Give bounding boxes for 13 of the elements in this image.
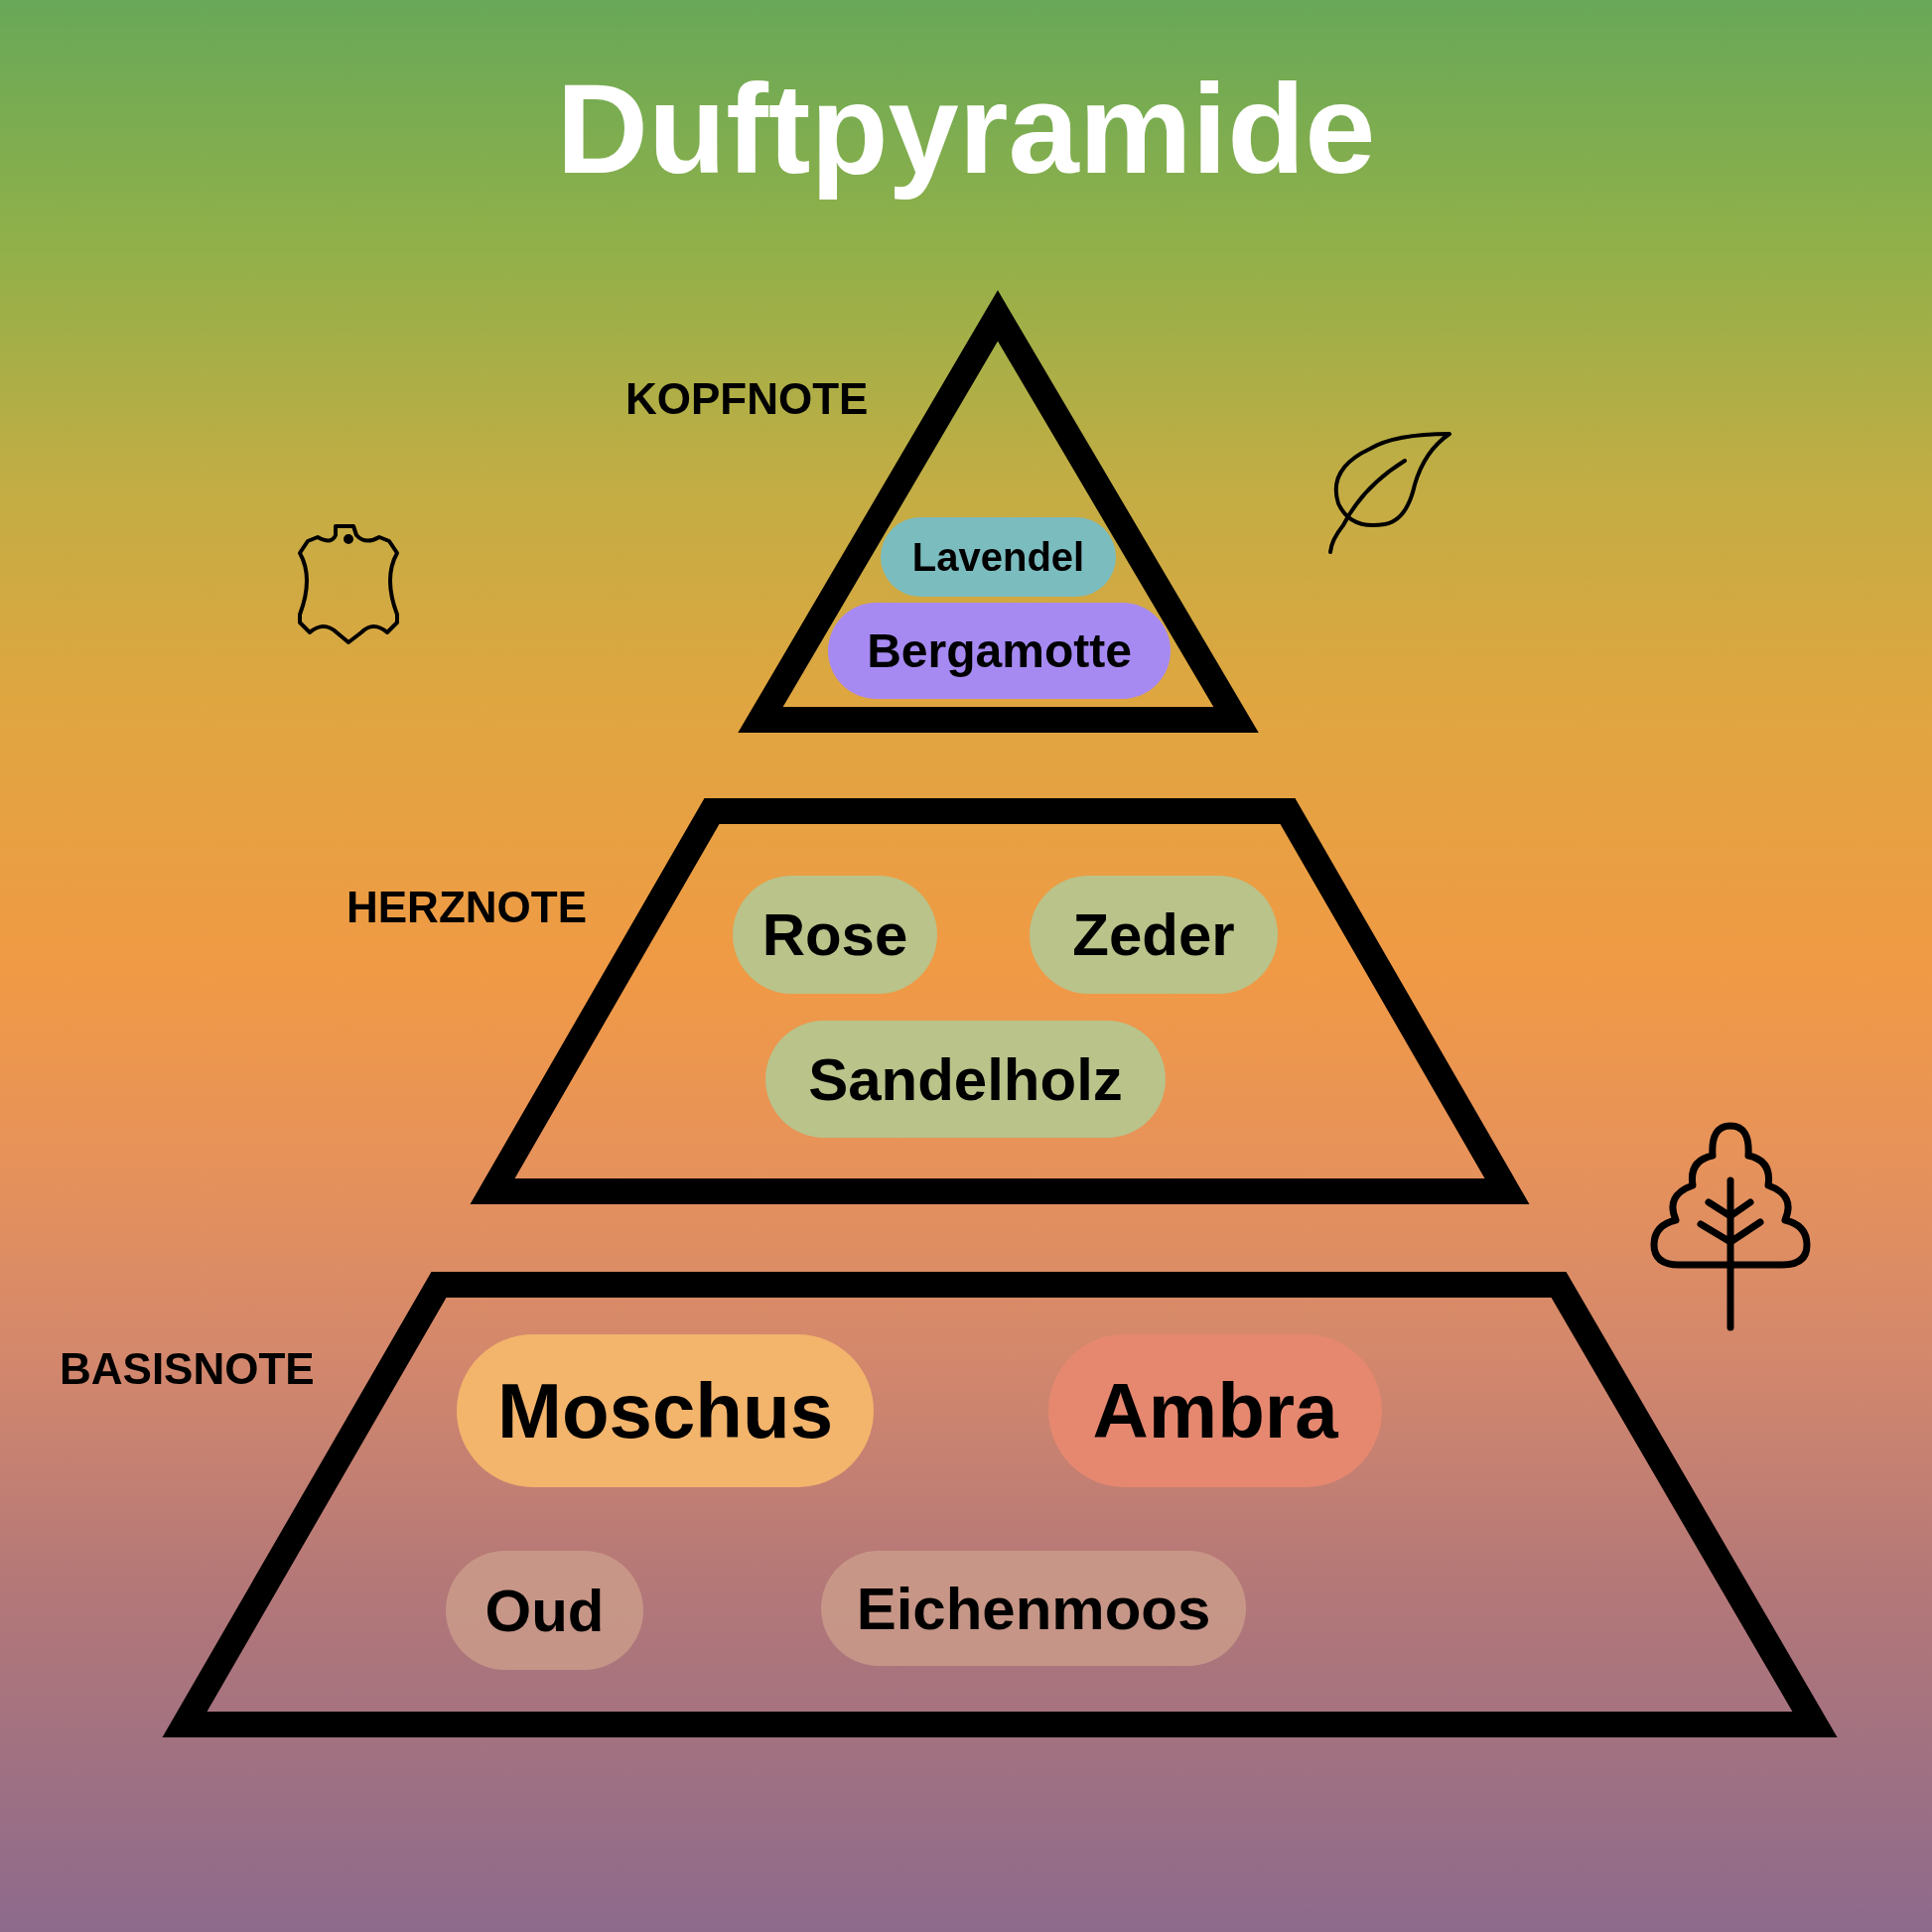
tier-label: BASISNOTE: [60, 1347, 315, 1391]
note-pill: Zeder: [1030, 876, 1278, 994]
note-pill: Oud: [446, 1551, 643, 1670]
note-pill: Ambra: [1048, 1334, 1382, 1487]
title: Duftpyramide: [555, 60, 1377, 200]
tier-label: KOPFNOTE: [625, 377, 869, 421]
note-pill: Lavendel: [881, 517, 1116, 597]
note-pill: Moschus: [457, 1334, 874, 1487]
note-pill: Bergamotte: [828, 603, 1171, 699]
tier-label: HERZNOTE: [346, 886, 587, 929]
note-pill: Eichenmoos: [821, 1551, 1246, 1666]
note-pill: Sandelholz: [765, 1021, 1166, 1138]
note-pill: Rose: [733, 876, 937, 994]
